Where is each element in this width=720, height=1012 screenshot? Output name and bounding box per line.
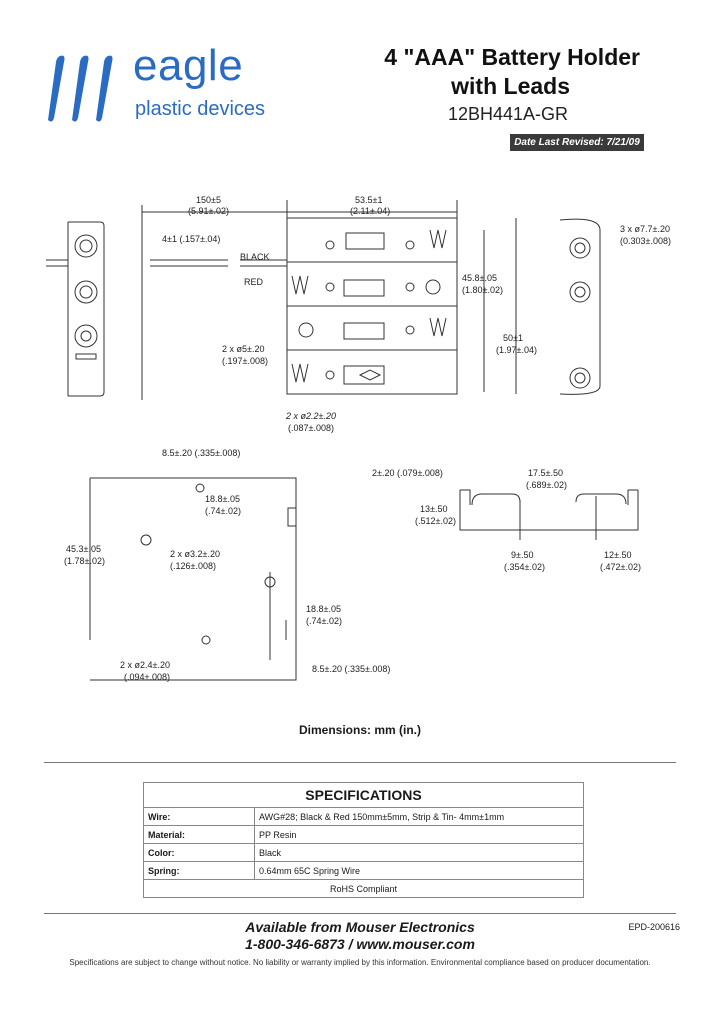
- dim-hole-5-in: (.197±.008): [222, 356, 268, 366]
- spec-key: Spring:: [143, 861, 255, 880]
- dim-hole-2-4: 2 x ø2.4±.20: [120, 660, 170, 670]
- dim-18-8-top-in: (.74±.02): [205, 506, 241, 516]
- dim-45-8: 45.8±.05: [462, 273, 497, 283]
- table-row: RoHS Compliant: [143, 879, 584, 898]
- dim-9-in: (.354±.02): [504, 562, 545, 572]
- dim-8-5-top: 8.5±.20 (.335±.008): [162, 448, 241, 458]
- dim-hole-2-2-in: (.087±.008): [288, 423, 334, 433]
- dim-9: 9±.50: [511, 550, 534, 560]
- divider: [44, 762, 676, 763]
- available-from: Available from Mouser Electronics: [245, 919, 475, 935]
- dim-hole-2-4-in: (.094±.008): [124, 672, 170, 682]
- dim-18-8-bottom-in: (.74±.02): [306, 616, 342, 626]
- dim-13: 13±.50: [420, 504, 448, 514]
- table-row: Wire:AWG#28; Black & Red 150mm±5mm, Stri…: [143, 807, 584, 826]
- dim-50: 50±1: [503, 333, 523, 343]
- dim-45-8-in: (1.80±.02): [462, 285, 503, 295]
- spec-key: Color:: [143, 843, 255, 862]
- dim-45-3-in: (1.78±.02): [64, 556, 105, 566]
- eagle-logo-icon: [48, 55, 113, 122]
- dim-width-in: (2.11±.04): [350, 206, 391, 216]
- dim-18-8-top: 18.8±.05: [205, 494, 240, 504]
- title-line-2: with Leads: [451, 73, 570, 99]
- brand-name: eagle: [133, 41, 244, 90]
- spec-key: Material:: [143, 825, 255, 844]
- table-row: Color:Black: [143, 843, 584, 862]
- revised-date-badge: Date Last Revised: 7/21/09: [510, 134, 644, 151]
- contact-link[interactable]: 1-800-346-6873 / www.mouser.com: [245, 936, 475, 952]
- spec-value: Black: [254, 843, 584, 862]
- specifications-table: SPECIFICATIONS Wire:AWG#28; Black & Red …: [143, 782, 584, 898]
- dim-hole-3-2: 2 x ø3.2±.20: [170, 549, 220, 559]
- dim-2: 2±.20 (.079±.008): [372, 468, 443, 478]
- table-row: Spring:0.64mm 65C Spring Wire: [143, 861, 584, 880]
- spec-value: AWG#28; Black & Red 150mm±5mm, Strip & T…: [254, 807, 584, 826]
- dim-8-5-bottom: 8.5±.20 (.335±.008): [312, 664, 391, 674]
- dim-strip: 4±1 (.157±.04): [162, 234, 221, 244]
- dim-45-3: 45.3±.05: [66, 544, 101, 554]
- dimensions-caption: Dimensions: mm (in.): [298, 723, 421, 737]
- spec-value: PP Resin: [254, 825, 584, 844]
- dim-12: 12±.50: [604, 550, 632, 560]
- dim-hole-3-2-in: (.126±.008): [170, 561, 216, 571]
- dim-hole-7-7: 3 x ø7.7±.20: [620, 224, 670, 234]
- rohs-compliant: RoHS Compliant: [143, 879, 584, 898]
- brand-subtitle: plastic devices: [135, 98, 266, 120]
- dim-wire-length-in: (5.91±.02): [188, 206, 229, 216]
- disclaimer: Specifications are subject to change wit…: [69, 958, 651, 967]
- title-line-1: 4 "AAA" Battery Holder: [384, 44, 640, 70]
- wire-red-label: RED: [244, 277, 264, 287]
- dim-13-in: (.512±.02): [415, 516, 456, 526]
- wire-black-label: BLACK: [240, 252, 270, 262]
- dim-hole-2-2: 2 x ø2.2±.20: [286, 411, 336, 421]
- dim-width: 53.5±1: [355, 195, 383, 205]
- specifications-heading: SPECIFICATIONS: [143, 782, 584, 808]
- dim-17-5: 17.5±.50: [528, 468, 563, 478]
- spec-value: 0.64mm 65C Spring Wire: [254, 861, 584, 880]
- footer-divider: [44, 913, 676, 914]
- epd-code: EPD-200616: [628, 922, 680, 932]
- dim-50-in: (1.97±.04): [496, 345, 537, 355]
- dim-18-8-bottom: 18.8±.05: [306, 604, 341, 614]
- dim-hole-5: 2 x ø5±.20: [222, 344, 265, 354]
- spec-key: Wire:: [143, 807, 255, 826]
- part-number: 12BH441A-GR: [447, 104, 568, 124]
- table-row: Material:PP Resin: [143, 825, 584, 844]
- dim-17-5-in: (.689±.02): [526, 480, 567, 490]
- dim-wire-length: 150±5: [196, 195, 221, 205]
- dim-12-in: (.472±.02): [600, 562, 641, 572]
- technical-drawing: [46, 200, 639, 681]
- dim-hole-7-7-in: (0.303±.008): [620, 236, 671, 246]
